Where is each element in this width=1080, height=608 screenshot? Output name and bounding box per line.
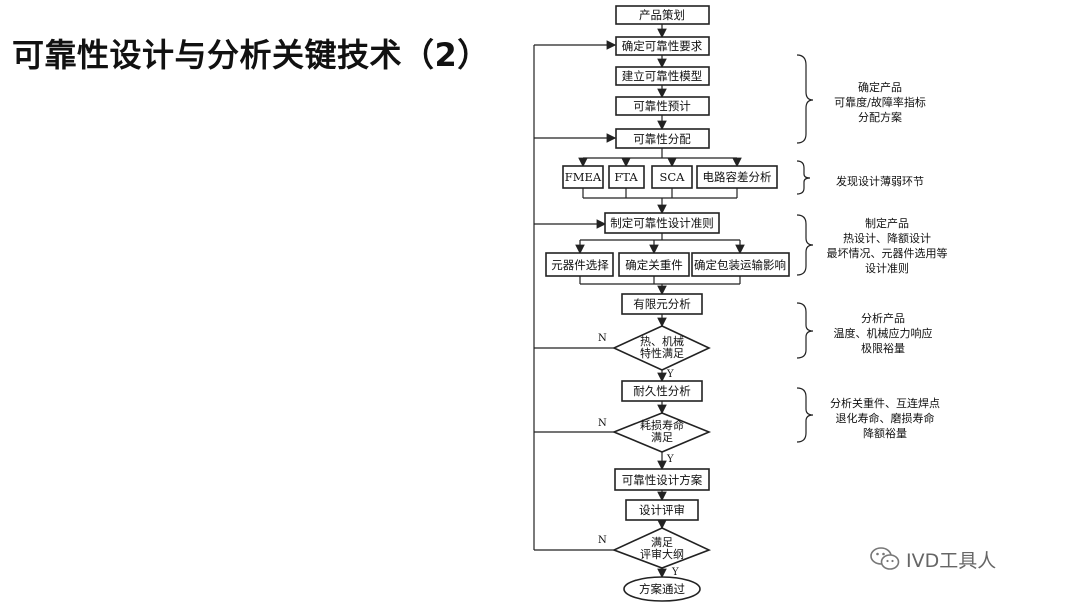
note-fea: 分析产品 温度、机械应力响应 极限裕量 — [834, 311, 933, 355]
box-design-review-label: 设计评审 — [639, 503, 685, 517]
box-durability: 耐久性分析 — [621, 380, 703, 402]
box-fmea: FMEA — [562, 165, 604, 189]
box-sca: SCA — [651, 165, 693, 189]
box-fmea-label: FMEA — [565, 170, 602, 184]
box-fta: FTA — [608, 165, 645, 189]
box-design-guidelines-label: 制定可靠性设计准则 — [610, 216, 714, 230]
decision-review-outline-line2: 评审大纲 — [640, 547, 684, 561]
feedback-loops — [533, 40, 617, 551]
note3-line3: 最坏情况、元器件选用等 — [827, 246, 948, 260]
note5-line1: 分析关重件、互连焊点 — [830, 396, 940, 410]
box-sca-label: SCA — [660, 170, 686, 184]
decision2-no-label: N — [598, 418, 607, 429]
box-define-requirement-label: 确定可靠性要求 — [622, 39, 703, 53]
box-build-model: 建立可靠性模型 — [615, 66, 710, 86]
decision-wear-life-line1: 耗损寿命 — [640, 418, 684, 432]
box-product-planning-label: 产品策划 — [639, 8, 685, 22]
note4-line2: 温度、机械应力响应 — [834, 326, 933, 340]
terminal-pass-label: 方案通过 — [639, 582, 685, 596]
box-tolerance-analysis-label: 电路容差分析 — [703, 170, 772, 184]
note3-line1: 制定产品 — [865, 216, 909, 230]
box-fta-label: FTA — [614, 170, 638, 184]
note2-line1: 发现设计薄弱环节 — [836, 174, 924, 188]
box-design-guidelines: 制定可靠性设计准则 — [604, 212, 720, 234]
box-component-selection: 元器件选择 — [545, 252, 614, 277]
box-allocation: 可靠性分配 — [615, 128, 710, 149]
watermark-text: IVD工具人 — [906, 549, 997, 572]
decision-wear-life-line2: 满足 — [651, 431, 673, 444]
box-prediction-label: 可靠性预计 — [633, 99, 691, 113]
box-design-scheme-label: 可靠性设计方案 — [622, 473, 703, 487]
box-key-parts-label: 确定关重件 — [625, 258, 683, 272]
main-connectors — [575, 24, 745, 579]
decision2-yes-label: Y — [666, 454, 674, 465]
decision3-yes-label: Y — [671, 567, 679, 578]
box-durability-label: 耐久性分析 — [633, 384, 691, 398]
box-packaging-transport: 确定包装运输影响 — [691, 252, 790, 277]
box-fea-label: 有限元分析 — [633, 297, 691, 311]
terminal-pass: 方案通过 — [623, 576, 701, 602]
note-durability: 分析关重件、互连焊点 退化寿命、磨损寿命 降额裕量 — [830, 396, 940, 440]
note1-line3: 分配方案 — [858, 110, 902, 124]
page-title: 可靠性设计与分析关键技术（2） — [12, 36, 490, 74]
decision-wear-life: 耗损寿命 满足 — [611, 412, 712, 453]
note5-line2: 退化寿命、磨损寿命 — [836, 411, 935, 425]
note1-line1: 确定产品 — [858, 80, 902, 94]
note4-line3: 极限裕量 — [861, 341, 905, 355]
decision3-no-label: N — [598, 535, 607, 546]
note-weakness: 发现设计薄弱环节 — [836, 174, 924, 188]
box-build-model-label: 建立可靠性模型 — [622, 69, 703, 83]
note1-line2: 可靠度/故障率指标 — [834, 95, 926, 109]
note5-line3: 降额裕量 — [863, 426, 907, 440]
note-allocation: 确定产品 可靠度/故障率指标 分配方案 — [834, 80, 926, 124]
box-prediction: 可靠性预计 — [615, 96, 710, 116]
box-component-selection-label: 元器件选择 — [551, 258, 609, 272]
decision-thermal-mechanical-line1: 热、机械 — [640, 334, 684, 348]
box-define-requirement: 确定可靠性要求 — [615, 36, 710, 56]
wechat-icon — [870, 547, 900, 570]
decision1-yes-label: Y — [666, 369, 674, 380]
decision1-no-label: N — [598, 333, 607, 344]
note4-line1: 分析产品 — [861, 311, 905, 325]
box-packaging-transport-label: 确定包装运输影响 — [694, 258, 786, 272]
box-tolerance-analysis: 电路容差分析 — [696, 165, 778, 189]
box-product-planning: 产品策划 — [615, 5, 710, 25]
decision-thermal-mechanical-line2: 特性满足 — [640, 346, 684, 360]
box-allocation-label: 可靠性分配 — [633, 132, 691, 146]
braces — [796, 54, 814, 443]
box-design-scheme: 可靠性设计方案 — [614, 468, 710, 491]
watermark: IVD工具人 — [870, 545, 996, 573]
box-fea: 有限元分析 — [621, 293, 703, 315]
box-design-review: 设计评审 — [625, 499, 699, 521]
decision-thermal-mechanical: 热、机械 特性满足 — [612, 325, 711, 371]
note3-line2: 热设计、降额设计 — [843, 231, 931, 245]
decision-review-outline: 满足 评审大纲 — [611, 527, 712, 569]
decision-review-outline-line1: 满足 — [651, 536, 673, 549]
note3-line4: 设计准则 — [865, 262, 909, 275]
box-key-parts: 确定关重件 — [618, 252, 690, 277]
note-guidelines: 制定产品 热设计、降额设计 最坏情况、元器件选用等 设计准则 — [827, 216, 948, 275]
